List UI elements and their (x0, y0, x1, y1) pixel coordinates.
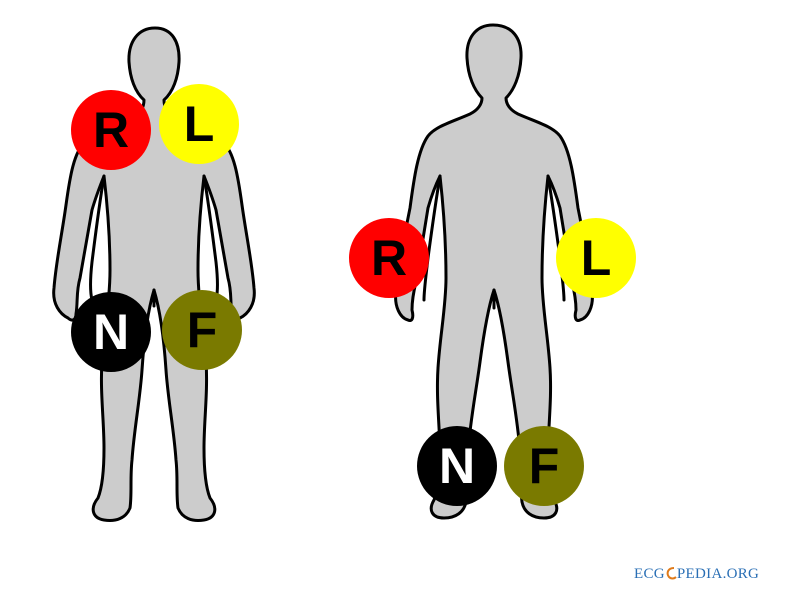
electrode-N-front-disc (71, 292, 151, 372)
watermark-text-right: PEDIA.ORG (676, 566, 760, 582)
heart-swoosh-icon (666, 567, 677, 580)
electrode-F-front-label: F (187, 302, 218, 358)
electrode-N-limb-disc (417, 426, 497, 506)
electrode-N-front: N (71, 292, 151, 372)
electrode-F-limb-disc (504, 426, 584, 506)
electrode-N-front-label: N (93, 304, 129, 360)
electrode-L-limb-label: L (581, 230, 612, 286)
electrode-N-limb: N (417, 426, 497, 506)
electrode-F-limb-label: F (529, 438, 560, 494)
electrode-R-limb-disc (349, 218, 429, 298)
watermark-text-left: ECG (634, 566, 665, 582)
electrode-R-front-disc (71, 90, 151, 170)
electrode-L-limb-disc (556, 218, 636, 298)
electrode-F-front: F (162, 290, 242, 370)
ecgpedia-watermark: ECG PEDIA.ORG (634, 566, 759, 583)
electrode-F-front-disc (162, 290, 242, 370)
electrode-L-front: L (159, 84, 239, 164)
electrode-L-front-label: L (184, 96, 215, 152)
electrode-F-limb: F (504, 426, 584, 506)
electrode-N-limb-label: N (439, 438, 475, 494)
electrode-R-limb: R (349, 218, 429, 298)
electrode-L-limb: L (556, 218, 636, 298)
electrode-R-front: R (71, 90, 151, 170)
electrode-R-front-label: R (93, 102, 129, 158)
electrode-R-limb-label: R (371, 230, 407, 286)
electrode-L-front-disc (159, 84, 239, 164)
